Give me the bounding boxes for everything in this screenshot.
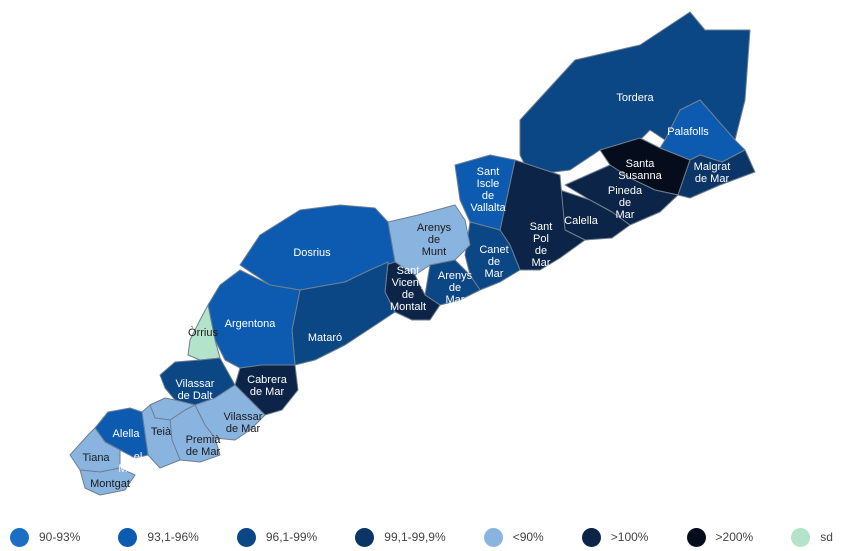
legend-swatch	[686, 527, 706, 547]
legend-item: 93,1-96%	[118, 527, 199, 547]
legend-label: 93,1-96%	[147, 530, 199, 544]
legend-swatch	[355, 527, 375, 547]
region-montgat	[79, 467, 136, 496]
legend-swatch	[483, 527, 503, 547]
legend-swatch	[10, 527, 29, 547]
region-canet	[464, 221, 521, 291]
legend-swatch	[581, 527, 601, 547]
legend-label: <90%	[512, 530, 544, 544]
legend-item: >200%	[686, 527, 754, 547]
region-argentona	[207, 269, 301, 369]
region-malgrat	[677, 149, 756, 199]
region-orrius	[187, 304, 221, 361]
legend-item: sd	[791, 527, 833, 547]
legend-label: 99,1-99,9%	[384, 530, 446, 544]
legend-label: >100%	[610, 530, 649, 544]
legend-label: 96,1-99%	[265, 530, 318, 544]
legend-item: 90-93%	[10, 527, 81, 547]
region-teia	[141, 404, 181, 469]
legend-label: 90-93%	[39, 530, 81, 544]
legend-item: 96,1-99%	[236, 527, 318, 547]
legend-swatch	[791, 527, 811, 547]
legend-item: >100%	[581, 527, 649, 547]
map-svg	[0, 0, 756, 496]
legend-swatch	[236, 527, 256, 547]
legend-label: >200%	[715, 530, 754, 544]
legend-label: sd	[820, 530, 833, 544]
legend-item: <90%	[483, 527, 544, 547]
legend-item: 99,1-99,9%	[355, 527, 446, 547]
legend-swatch	[118, 527, 138, 547]
map-legend: 90-93% 93,1-96% 96,1-99% 99,1-99,9% <90% >100…	[0, 524, 845, 550]
